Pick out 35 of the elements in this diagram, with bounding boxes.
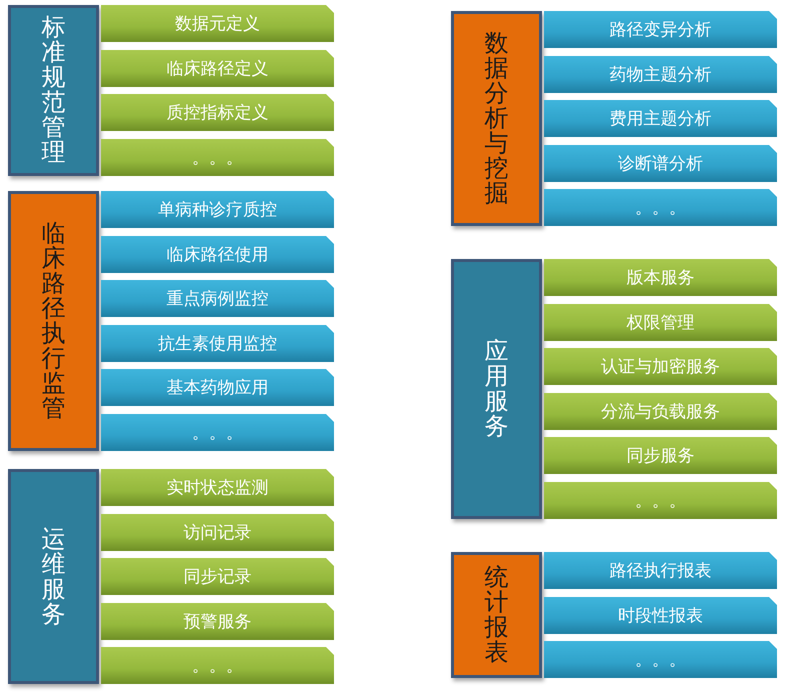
feature-tab: 。。。 <box>544 189 777 226</box>
category-panel: 临床路径执行监管 <box>8 191 99 451</box>
feature-tab: 费用主题分析 <box>544 100 777 137</box>
feature-tab: 质控指标定义 <box>101 94 334 131</box>
feature-tab: 同步服务 <box>544 437 777 474</box>
feature-tab: 。。。 <box>101 647 334 684</box>
feature-tab: 临床路径定义 <box>101 50 334 87</box>
feature-tab: 版本服务 <box>544 259 777 296</box>
feature-tab: 基本药物应用 <box>101 369 334 406</box>
feature-tab: 访问记录 <box>101 514 334 551</box>
category-panel: 数据分析与挖掘 <box>451 11 542 226</box>
feature-tab: 预警服务 <box>101 603 334 640</box>
feature-tab: 。。。 <box>544 641 777 678</box>
feature-tab: 数据元定义 <box>101 5 334 42</box>
category-panel: 应用服务 <box>451 259 542 519</box>
feature-tab: 。。。 <box>544 482 777 519</box>
category-panel: 运维服务 <box>8 469 99 684</box>
feature-tab: 路径变异分析 <box>544 11 777 48</box>
category-panel: 标准规范管理 <box>8 5 99 176</box>
feature-tab: 药物主题分析 <box>544 56 777 93</box>
category-panel: 统计报表 <box>451 552 542 678</box>
feature-tab: 时段性报表 <box>544 597 777 634</box>
feature-tab: 抗生素使用监控 <box>101 325 334 362</box>
feature-tab: 同步记录 <box>101 558 334 595</box>
feature-tab: 认证与加密服务 <box>544 348 777 385</box>
feature-tab: 重点病例监控 <box>101 280 334 317</box>
feature-tab: 权限管理 <box>544 304 777 341</box>
feature-tab: 临床路径使用 <box>101 236 334 273</box>
feature-tab: 分流与负载服务 <box>544 393 777 430</box>
feature-tab: 路径执行报表 <box>544 552 777 589</box>
feature-tab: 。。。 <box>101 139 334 176</box>
feature-tab: 单病种诊疗质控 <box>101 191 334 228</box>
feature-tab: 诊断谱分析 <box>544 145 777 182</box>
feature-tab: 实时状态监测 <box>101 469 334 506</box>
feature-tab: 。。。 <box>101 414 334 451</box>
